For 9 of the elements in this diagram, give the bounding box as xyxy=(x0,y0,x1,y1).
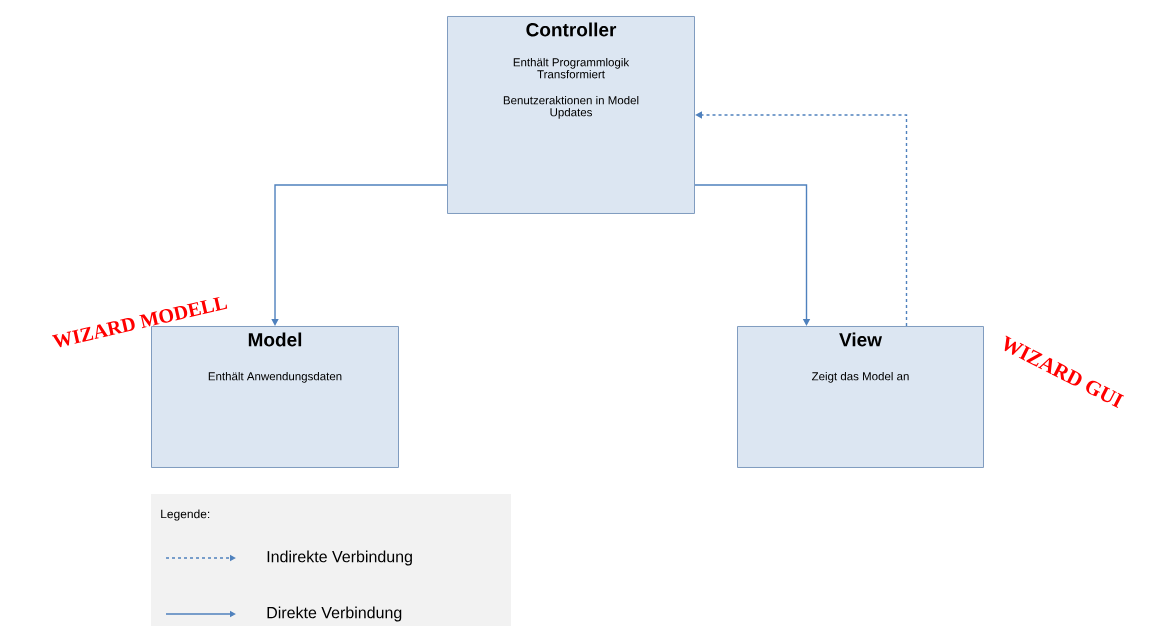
legend-text: Indirekte Verbindung xyxy=(267,550,412,566)
legend-heading: Legende: xyxy=(161,509,210,521)
arrow xyxy=(694,184,811,326)
legend-text: Direkte Verbindung xyxy=(267,606,402,622)
process-box: Model Enthält Anwendungsdaten xyxy=(151,326,399,468)
arrow xyxy=(695,111,908,327)
arrow xyxy=(271,184,448,326)
process-box: Controller Enthält Programmlogik Transformiert Benutzeraktionen in Model Updates xyxy=(447,16,695,214)
process-box: View Zeigt das Model an xyxy=(737,326,984,468)
